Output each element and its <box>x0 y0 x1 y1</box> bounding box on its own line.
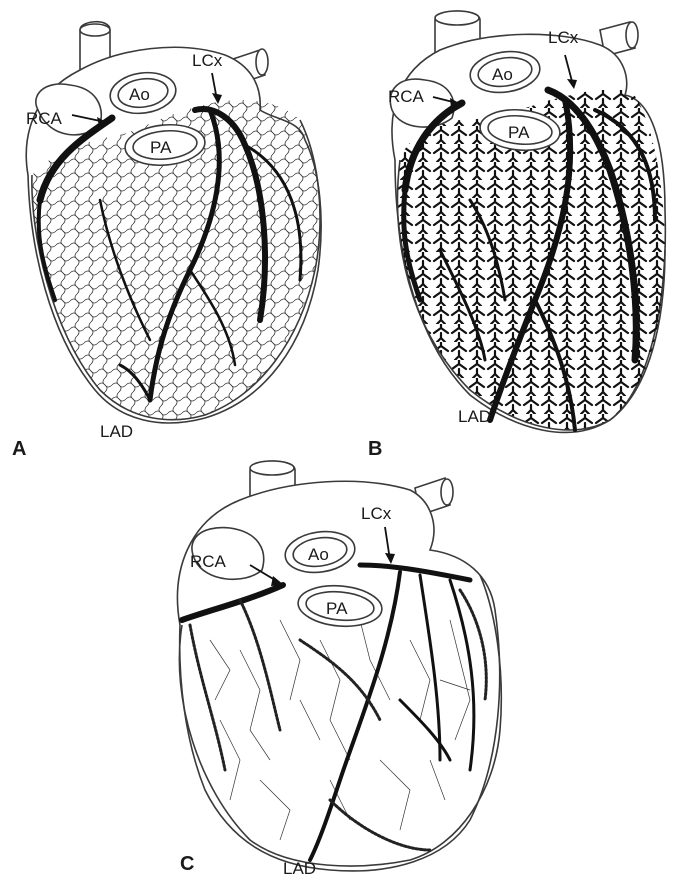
panel-b-lad-label: LAD <box>458 407 491 426</box>
panel-c-lcx-label: LCx <box>361 504 392 523</box>
panel-b-heart <box>380 11 674 450</box>
panel-a-heart <box>20 22 330 440</box>
panel-c-lad-label: LAD <box>283 859 316 878</box>
panel-c-heart <box>178 461 502 871</box>
panel-a-ao-label: Ao <box>129 85 150 104</box>
panel-a-rca-label: RCA <box>26 109 63 128</box>
panel-c-pa-label: PA <box>326 599 348 618</box>
panel-a-pa-label: PA <box>150 138 172 157</box>
panel-b-pa-label: PA <box>508 123 530 142</box>
panel-a-lcx-label: LCx <box>192 51 223 70</box>
panel-b-rca-label: RCA <box>388 87 425 106</box>
panel-b-letter: B <box>368 438 382 460</box>
panel-c-ao-label: Ao <box>308 545 329 564</box>
panel-b-ao-label: Ao <box>492 65 513 84</box>
panel-b-lcx-label: LCx <box>548 28 579 47</box>
panel-a-letter: A <box>12 438 26 460</box>
panel-c-letter: C <box>180 853 194 875</box>
panel-a-lad-label: LAD <box>100 422 133 441</box>
panel-c-rca-label: RCA <box>190 552 227 571</box>
